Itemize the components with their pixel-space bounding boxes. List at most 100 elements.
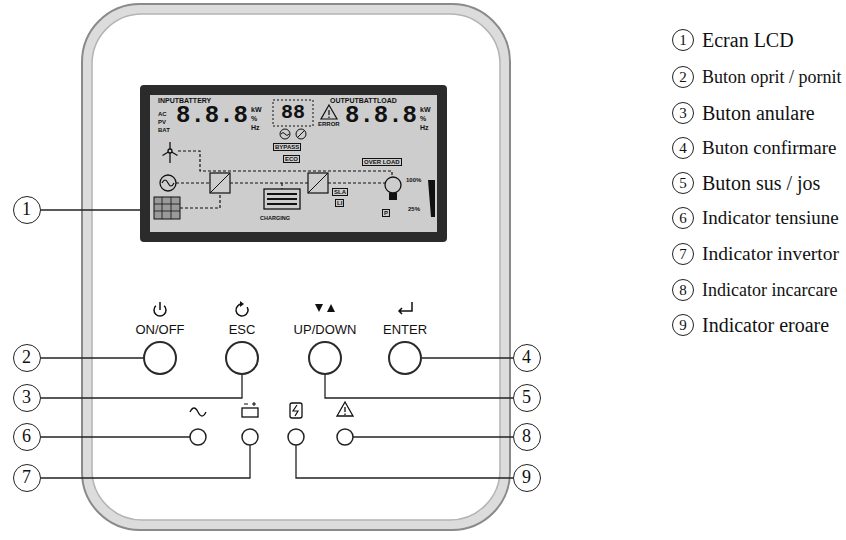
- lcd-text: 8.8.8: [176, 104, 248, 128]
- lcd-text: PV: [158, 119, 166, 125]
- callout-number: 8: [514, 424, 539, 449]
- warning-mark: [328, 110, 329, 118]
- load-bulb: [385, 177, 401, 193]
- lcd-text: INPUTBATTERY: [158, 97, 211, 104]
- bulb-base: [389, 193, 397, 200]
- up-down-icon: [315, 304, 335, 312]
- push-button: UP/DOWN: [308, 341, 342, 375]
- lcd-text: OVER LOAD: [362, 158, 402, 166]
- callout-number: 1: [14, 197, 39, 222]
- push-button: ESC: [225, 341, 259, 375]
- lcd-text: BAT: [158, 127, 170, 133]
- button-label: ON/OFF: [135, 322, 184, 337]
- legend-item: 9Indicator eroare: [672, 314, 694, 336]
- battery-icon: [264, 189, 300, 209]
- lcd-text: LI: [335, 199, 344, 207]
- leader-line: [41, 209, 140, 210]
- lcd-text: kW: [251, 106, 262, 113]
- legend-text: Indicator invertor: [702, 242, 839, 266]
- enter-icon: [399, 302, 412, 314]
- lcd-text: %: [251, 115, 257, 122]
- lcd-text: kW: [420, 106, 431, 113]
- legend-number: 5: [673, 173, 693, 193]
- legend-text: Indicator eroare: [702, 313, 829, 337]
- lcd-text: 88: [281, 103, 305, 123]
- escape-icon: [236, 304, 248, 316]
- lcd-text: 8.8.8: [345, 104, 417, 128]
- callout-circle: 8: [513, 423, 541, 451]
- solar-grid: [154, 197, 180, 219]
- mode-circle: [280, 129, 290, 139]
- flow-line: [180, 193, 220, 208]
- solar-panel-icon: [154, 197, 180, 219]
- flow-line: [176, 183, 385, 189]
- lcd-text: 25%: [408, 206, 420, 212]
- leader-line: [296, 445, 513, 478]
- windmill-icon: [163, 142, 178, 163]
- legend-item: 8Indicator incarcare: [672, 279, 694, 301]
- charge-symbol: [290, 403, 302, 418]
- legend-text: Indicator incarcare: [702, 278, 837, 302]
- legend-text: Buton sus / jos: [702, 171, 820, 195]
- lcd-glass: [150, 95, 437, 232]
- legend-number: 1: [673, 30, 693, 50]
- warning-symbol: [321, 105, 337, 119]
- lcd-text: SLA: [332, 188, 348, 196]
- button-label: ESC: [229, 322, 256, 337]
- legend-item: 5Buton sus / jos: [672, 172, 694, 194]
- callout-number: 4: [514, 345, 539, 370]
- legend-number: 3: [673, 103, 693, 123]
- legend-number: 2: [673, 67, 693, 87]
- legend-text: Buton confirmare: [702, 136, 837, 160]
- legend-item: 2Buton oprit / pornit: [672, 66, 694, 88]
- lcd-text: P: [382, 209, 390, 217]
- mode-circle: [296, 129, 306, 139]
- callout-circle: 2: [13, 344, 41, 372]
- lcd-bezel: [140, 85, 447, 242]
- sine-mark: [281, 133, 289, 136]
- lcd-screen: INPUTBATTERYOUTPUTBATTLOADACPVBAT8.8.8kW…: [140, 85, 447, 242]
- legend-text: Indicator tensiune: [702, 206, 839, 230]
- error-mark: [344, 407, 345, 415]
- legend-number: 4: [673, 138, 693, 158]
- lcd-graphics: [140, 85, 447, 242]
- indicator-led: [288, 429, 304, 445]
- leader-line: [325, 375, 513, 398]
- housing-inner: [92, 14, 500, 520]
- lcd-text: OUTPUTBATTLOAD: [330, 97, 397, 104]
- callout-number: 3: [14, 385, 39, 410]
- legend-item: 3Buton anulare: [672, 102, 694, 124]
- battery-bars: [267, 194, 297, 204]
- indicator-led: [190, 429, 206, 445]
- legend-text: Ecran LCD: [702, 28, 794, 52]
- legend-number: 6: [673, 208, 693, 228]
- indicator-led: [337, 429, 353, 445]
- leader-line: [41, 436, 190, 437]
- push-button: ENTER: [388, 341, 422, 375]
- legend-number: 8: [673, 280, 693, 300]
- leader-line: [422, 357, 513, 358]
- indicator-led: [242, 429, 258, 445]
- callout-circle: 4: [513, 344, 541, 372]
- lcd-text: AC: [158, 111, 167, 117]
- windmill-blades: [163, 142, 178, 163]
- callout-number: 5: [514, 385, 539, 410]
- lcd-text: 100%: [406, 177, 421, 183]
- lcd-text: ECO: [283, 155, 300, 163]
- leader-line: [41, 375, 242, 398]
- battery-symbol: [242, 408, 258, 417]
- callout-circle: 5: [513, 384, 541, 412]
- legend-item: 4Buton confirmare: [672, 137, 694, 159]
- lcd-text: CHARGING: [260, 216, 290, 222]
- legend-item: 1Ecran LCD: [672, 29, 694, 51]
- callout-number: 6: [14, 424, 39, 449]
- legend-item: 7Indicator invertor: [672, 243, 694, 265]
- callout-number: 7: [14, 465, 39, 490]
- inverter-diagonal: [308, 173, 328, 193]
- legend-text: Buton oprit / pornit: [702, 65, 842, 89]
- slash-mark: [298, 131, 305, 138]
- lcd-text: Hz: [251, 124, 260, 131]
- callout-number: 2: [14, 345, 39, 370]
- legend-number: 7: [673, 244, 693, 264]
- callout-circle: 6: [13, 423, 41, 451]
